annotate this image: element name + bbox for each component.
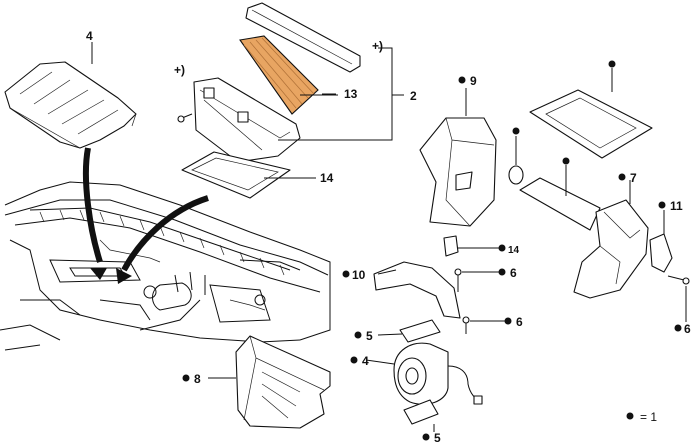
label-6-screw-c: 6 — [684, 322, 691, 336]
labels: 4 +) +) 13 2 14 9 7 11 14 10 6 5 6 4 8 5… — [86, 29, 691, 445]
heater-element — [519, 165, 601, 231]
dot-6a — [498, 268, 506, 276]
label-8-housing: 8 — [194, 372, 201, 386]
label-2-assembly: 2 — [410, 89, 417, 103]
seal-frame-part-14 — [181, 151, 291, 199]
filter-frame-top-right — [529, 68, 653, 159]
cabin-filter-part-13 — [239, 35, 319, 115]
dot-8 — [182, 374, 190, 382]
screw-part-6 — [462, 316, 470, 334]
label-11-bracket: 11 — [670, 199, 683, 213]
dot-11 — [658, 201, 666, 209]
label-10-cover: 10 — [352, 268, 366, 282]
dot-6b — [504, 317, 512, 325]
bracket-part-5-bottom — [403, 399, 439, 425]
label-plus-right: +) — [372, 39, 383, 53]
blower-housing-part-7 — [573, 199, 649, 299]
filter-cover-lid — [245, 2, 361, 73]
dot-4b — [350, 356, 358, 364]
clip-part-14 — [443, 235, 459, 257]
label-14-seal: 14 — [320, 171, 334, 185]
dot-grommet — [512, 127, 520, 135]
label-6-screw-b: 6 — [516, 315, 523, 329]
label-9-duct: 9 — [470, 74, 477, 88]
label-4-cowl-cover: 4 — [86, 29, 93, 43]
dot-10 — [342, 270, 350, 278]
label-6-screw-a: 6 — [510, 266, 517, 280]
label-plus-left: +) — [174, 63, 185, 77]
label-5-bracket-b: 5 — [434, 431, 441, 445]
dot-5b — [422, 433, 430, 441]
legend-text: = 1 — [640, 410, 657, 424]
cowl-cover-part-4 — [4, 61, 137, 149]
label-14-clip: 14 — [508, 245, 520, 256]
bracket-part-11 — [649, 210, 690, 285]
blower-motor-part-4 — [393, 342, 483, 405]
assembly-bracket-part-2 — [278, 47, 404, 141]
label-13-filter: 13 — [344, 87, 358, 101]
dot-14b — [498, 244, 506, 252]
duct-part-9 — [419, 117, 497, 227]
bracket-part-5-top — [399, 319, 441, 343]
label-5-bracket-a: 5 — [366, 329, 373, 343]
cover-part-10 — [373, 261, 462, 319]
dot-heater — [562, 157, 570, 165]
filter-housing — [177, 77, 301, 163]
label-7-housing: 7 — [630, 171, 637, 185]
dot-6c — [674, 324, 682, 332]
label-4-blower-motor: 4 — [362, 354, 369, 368]
leader-lines — [91, 42, 687, 432]
dot-7 — [618, 173, 626, 181]
vehicle-cowl-area — [0, 181, 331, 351]
blower-housing-part-8 — [235, 335, 331, 429]
rubber-grommet — [508, 136, 524, 185]
legend-dot — [626, 412, 634, 420]
install-arrows — [82, 147, 209, 284]
dot-5a — [354, 331, 362, 339]
dot-frame — [608, 60, 616, 68]
dot-9 — [458, 76, 466, 84]
